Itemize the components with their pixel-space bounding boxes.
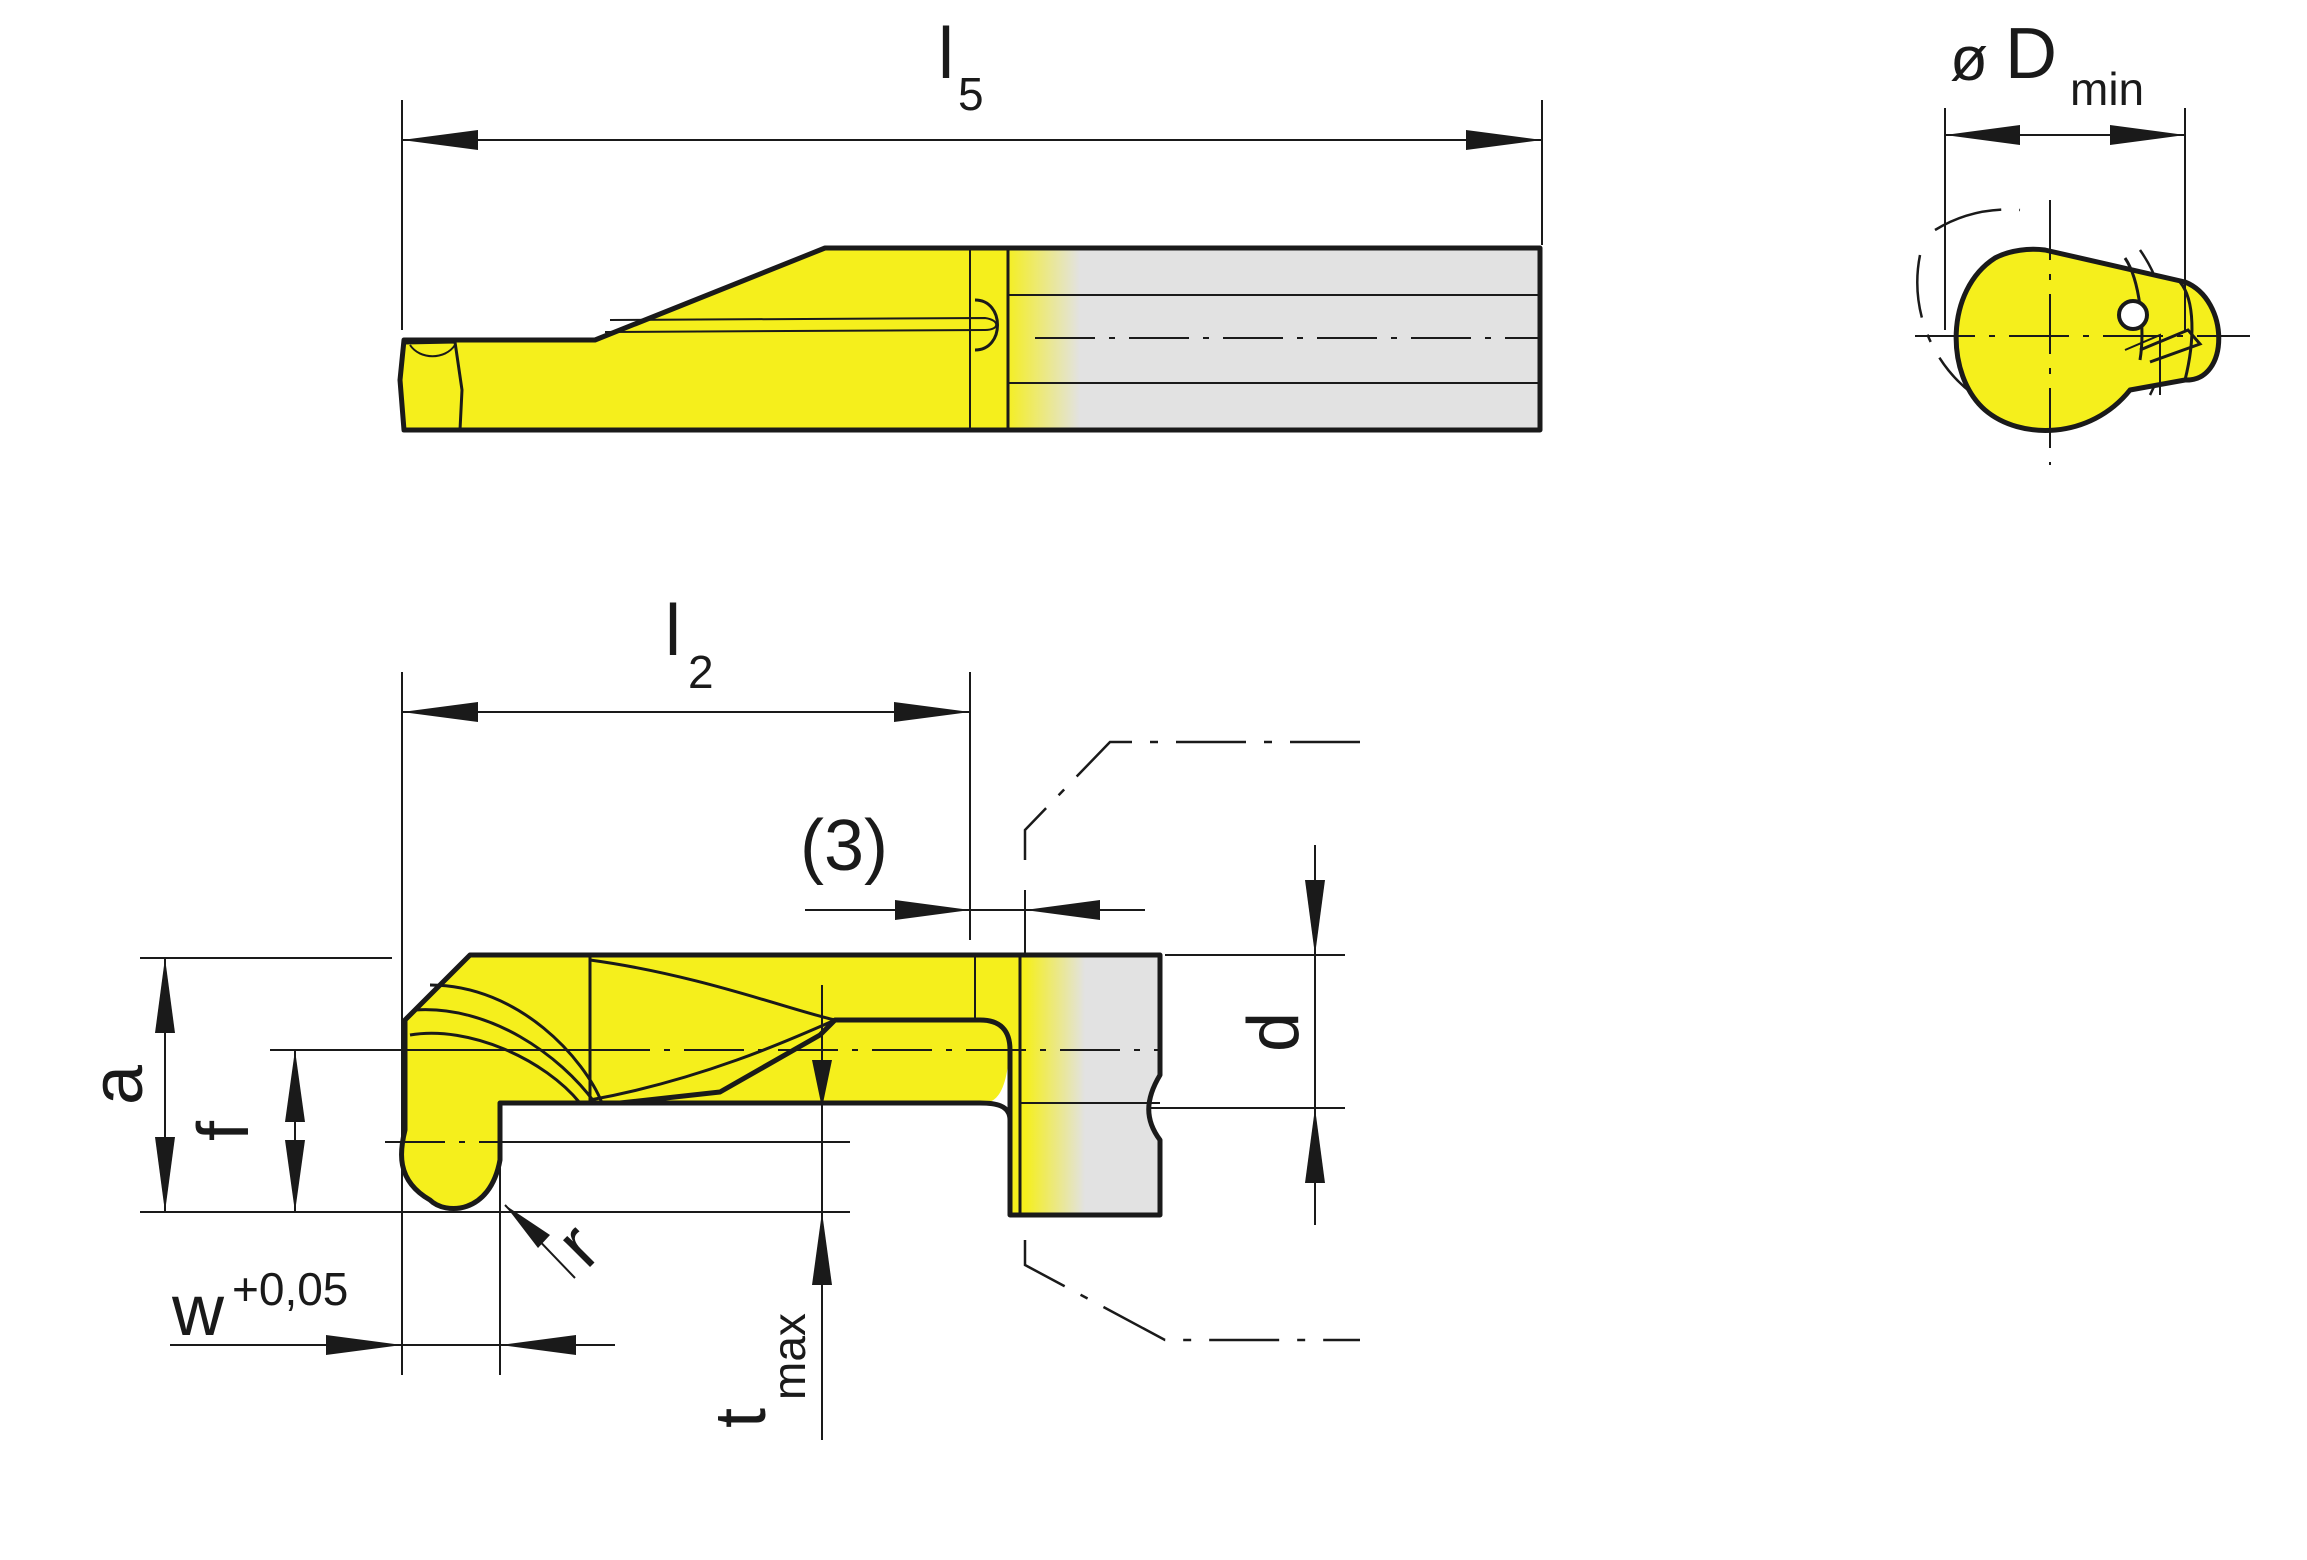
dimension-l2: l 2 (401, 591, 971, 1375)
dimension-3-label: (3) (800, 806, 888, 886)
end-view-body (1953, 246, 2222, 433)
dimension-dmin: ø D min (1944, 14, 2186, 330)
dimension-tmax: t max (500, 985, 850, 1440)
l5-label: l (938, 14, 954, 94)
l2-subscript: 2 (688, 646, 714, 698)
dmin-subscript: min (2070, 63, 2144, 115)
a-label: a (78, 1064, 158, 1105)
f-label: f (184, 1120, 264, 1141)
d-label: d (1234, 1012, 1314, 1052)
dimension-f: f (184, 1049, 590, 1212)
dimension-l5: l 5 (401, 14, 1543, 330)
dimension-w: w +0,05 (170, 1165, 615, 1375)
l2-label: l (665, 591, 681, 671)
dimension-a: a (78, 957, 850, 1213)
tmax-subscript: max (763, 1313, 815, 1400)
end-view (1915, 200, 2250, 465)
detail-view (385, 952, 1163, 1218)
l5-subscript: 5 (958, 68, 984, 120)
side-view (397, 245, 1543, 433)
w-label: w (171, 1271, 225, 1351)
coolant-hole (2117, 299, 2149, 331)
dimension-3: (3) (800, 806, 1145, 955)
diameter-symbol: ø (1950, 25, 1988, 94)
shank-detail (1045, 955, 1160, 1215)
w-tolerance: +0,05 (232, 1263, 348, 1315)
r-label: r (541, 1208, 615, 1282)
tmax-label: t (701, 1408, 781, 1428)
holder-phantom (1023, 740, 1360, 1342)
radius-r: r (504, 1204, 615, 1282)
dimension-d: d (1150, 845, 1345, 1225)
insert-body-side (400, 248, 1005, 430)
dmin-label: D (2005, 14, 2057, 94)
